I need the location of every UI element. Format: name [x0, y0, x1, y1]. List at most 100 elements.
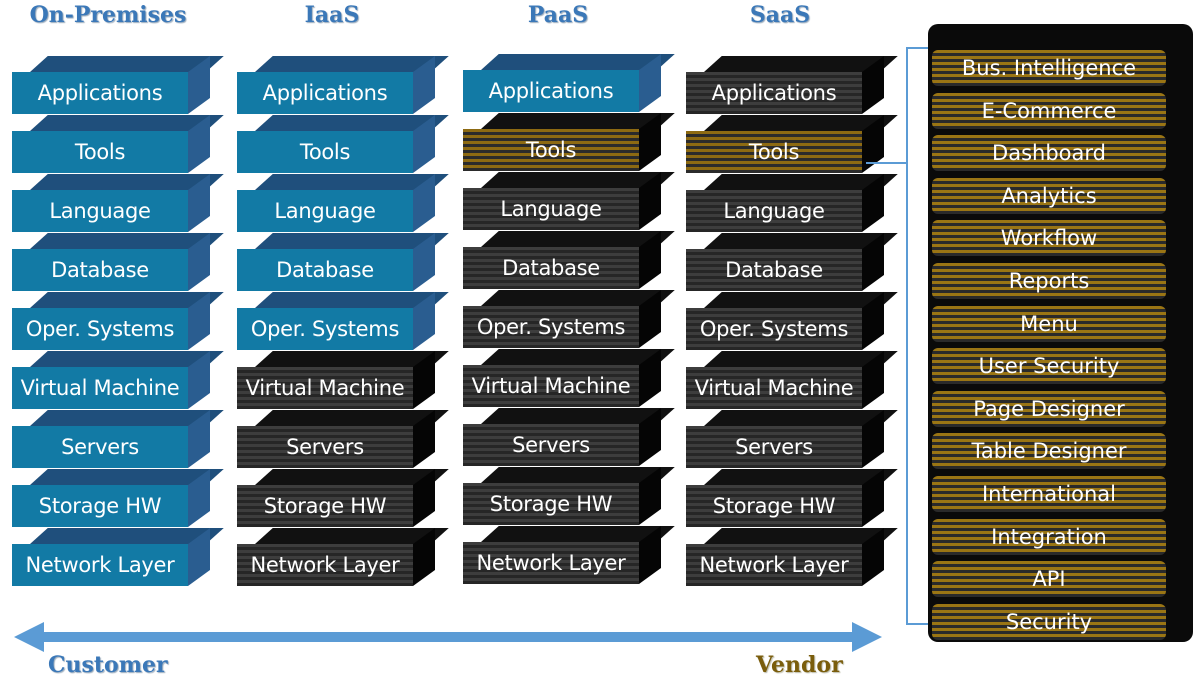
- layer-side-face: [413, 469, 435, 527]
- layer-block: Tools: [686, 115, 898, 174]
- layer-side-face: [639, 290, 661, 348]
- layer-label: Tools: [463, 129, 639, 171]
- layer-label: Database: [237, 249, 413, 291]
- layer-block: Applications: [237, 56, 449, 115]
- layer-label: Oper. Systems: [237, 308, 413, 350]
- layer-side-face: [188, 351, 210, 409]
- tools-detail-item: API: [932, 561, 1166, 598]
- layer-side-face: [639, 231, 661, 289]
- layer-side-face: [413, 528, 435, 586]
- layer-label: Storage HW: [237, 485, 413, 527]
- tools-detail-item: Workflow: [932, 220, 1166, 257]
- layer-side-face: [639, 54, 661, 112]
- tools-detail-item: Reports: [932, 263, 1166, 299]
- tools-detail-item: Menu: [932, 305, 1166, 342]
- layer-label: Tools: [237, 131, 413, 173]
- layer-block: Network Layer: [686, 528, 898, 587]
- layer-block: Oper. Systems: [12, 292, 224, 351]
- tools-connector-line: [866, 162, 908, 164]
- layer-block: Network Layer: [463, 526, 675, 585]
- layer-side-face: [413, 174, 435, 232]
- tools-detail-item: International: [932, 476, 1166, 512]
- tools-detail-item: Dashboard: [932, 135, 1166, 172]
- layer-block: Network Layer: [12, 528, 224, 587]
- tools-detail-item: Security: [932, 603, 1166, 640]
- arrow-left-head-icon: [14, 622, 44, 652]
- layer-block: Language: [237, 174, 449, 233]
- layer-label: Oper. Systems: [463, 306, 639, 348]
- layer-side-face: [413, 410, 435, 468]
- layer-block: Storage HW: [237, 469, 449, 528]
- layer-label: Virtual Machine: [463, 365, 639, 407]
- layer-block: Applications: [12, 56, 224, 115]
- layer-side-face: [188, 233, 210, 291]
- layer-block: Storage HW: [12, 469, 224, 528]
- layer-side-face: [413, 115, 435, 173]
- tools-detail-item: Bus. Intelligence: [932, 50, 1166, 86]
- layer-label: Network Layer: [686, 544, 862, 586]
- layer-label: Storage HW: [12, 485, 188, 527]
- layer-side-face: [413, 292, 435, 350]
- layer-block: Virtual Machine: [463, 349, 675, 408]
- layer-label: Servers: [686, 426, 862, 468]
- layer-side-face: [413, 233, 435, 291]
- vendor-label: Vendor: [756, 652, 843, 678]
- layer-label: Network Layer: [237, 544, 413, 586]
- layer-side-face: [639, 408, 661, 466]
- tools-detail-item: Analytics: [932, 177, 1166, 214]
- layer-block: Tools: [12, 115, 224, 174]
- column-title-on-premises: On-Premises: [29, 2, 187, 28]
- layer-label: Language: [237, 190, 413, 232]
- layer-label: Applications: [12, 72, 188, 114]
- layer-block: Language: [12, 174, 224, 233]
- layer-side-face: [413, 56, 435, 114]
- arrow-right-head-icon: [852, 622, 882, 652]
- layer-block: Applications: [463, 54, 675, 113]
- layer-label: Applications: [686, 72, 862, 114]
- layer-side-face: [639, 113, 661, 171]
- layer-label: Applications: [237, 72, 413, 114]
- tools-detail-item: Page Designer: [932, 390, 1166, 427]
- layer-block: Virtual Machine: [237, 351, 449, 410]
- layer-side-face: [188, 56, 210, 114]
- layer-side-face: [862, 56, 884, 114]
- layer-side-face: [188, 469, 210, 527]
- layer-side-face: [862, 410, 884, 468]
- layer-label: Tools: [686, 131, 862, 173]
- layer-side-face: [862, 292, 884, 350]
- layer-label: Storage HW: [686, 485, 862, 527]
- layer-side-face: [639, 349, 661, 407]
- layer-label: Servers: [463, 424, 639, 466]
- layer-side-face: [862, 174, 884, 232]
- layer-side-face: [639, 467, 661, 525]
- layer-block: Virtual Machine: [686, 351, 898, 410]
- layer-block: Servers: [686, 410, 898, 469]
- column-title-saas: SaaS: [749, 2, 811, 28]
- layer-label: Servers: [12, 426, 188, 468]
- layer-side-face: [188, 115, 210, 173]
- layer-block: Virtual Machine: [12, 351, 224, 410]
- column-title-paas: PaaS: [527, 2, 589, 28]
- layer-block: Oper. Systems: [686, 292, 898, 351]
- layer-side-face: [862, 351, 884, 409]
- layer-label: Tools: [12, 131, 188, 173]
- layer-block: Database: [463, 231, 675, 290]
- layer-label: Language: [12, 190, 188, 232]
- layer-block: Network Layer: [237, 528, 449, 587]
- layer-block: Oper. Systems: [463, 290, 675, 349]
- layer-label: Storage HW: [463, 483, 639, 525]
- layer-side-face: [862, 469, 884, 527]
- tools-detail-item: User Security: [932, 348, 1166, 385]
- layer-block: Servers: [12, 410, 224, 469]
- layer-label: Language: [463, 188, 639, 230]
- layer-side-face: [413, 351, 435, 409]
- layer-block: Language: [463, 172, 675, 231]
- layer-block: Storage HW: [463, 467, 675, 526]
- layer-label: Oper. Systems: [12, 308, 188, 350]
- layer-label: Oper. Systems: [686, 308, 862, 350]
- layer-side-face: [188, 174, 210, 232]
- layer-label: Database: [463, 247, 639, 289]
- layer-side-face: [862, 528, 884, 586]
